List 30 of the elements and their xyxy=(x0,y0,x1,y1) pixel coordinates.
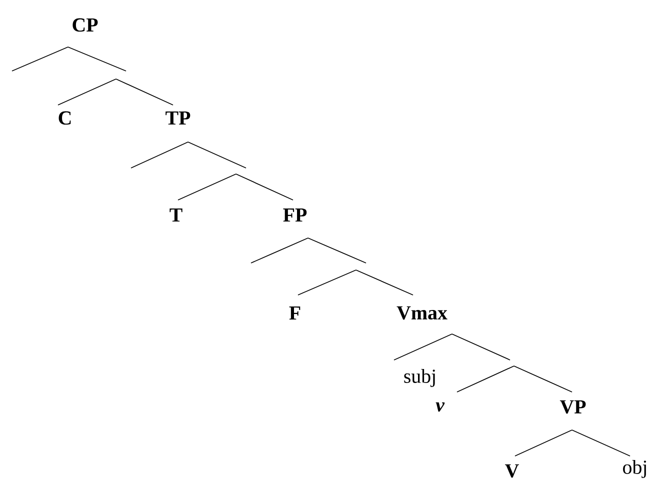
tree-branch xyxy=(178,174,236,200)
tree-branch xyxy=(394,334,452,360)
tree-label: C xyxy=(58,111,71,125)
tree-branch xyxy=(130,142,188,168)
tree-branch xyxy=(356,270,414,296)
tree-label: Vmax xyxy=(396,306,448,320)
tree-label: FP xyxy=(283,208,307,222)
tree-label: CP xyxy=(72,18,98,32)
tree-branch xyxy=(250,238,308,264)
tree-branch xyxy=(308,238,366,264)
tree-label: TP xyxy=(166,111,190,125)
tree-label: T xyxy=(170,208,182,222)
tree-branch xyxy=(298,270,356,296)
tree-branch xyxy=(514,366,572,392)
tree-branch xyxy=(58,78,116,106)
tree-label: subj xyxy=(404,368,435,388)
tree-label: obj xyxy=(623,460,646,478)
tree-branch xyxy=(68,46,126,72)
tree-label: V xyxy=(505,464,519,478)
tree-branch xyxy=(452,334,510,360)
tree-branch xyxy=(116,78,174,106)
tree-branch xyxy=(236,174,294,200)
tree-branch xyxy=(514,430,572,456)
tree-label: F xyxy=(289,306,300,320)
tree-branch xyxy=(456,366,514,392)
tree-branch xyxy=(188,142,246,168)
tree-label: v xyxy=(436,402,445,412)
tree-branch xyxy=(572,430,630,456)
tree-branch xyxy=(12,46,68,72)
tree-label: VP xyxy=(560,400,586,414)
